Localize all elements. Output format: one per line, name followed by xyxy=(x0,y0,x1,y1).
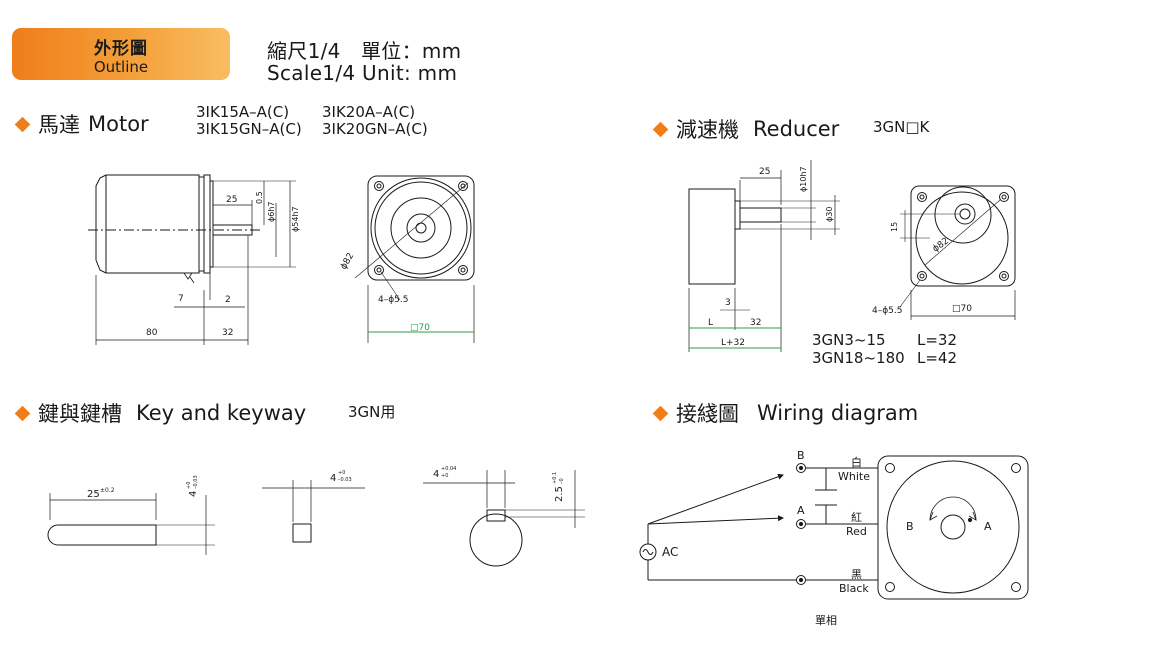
dim-motor-25: 25 xyxy=(226,195,237,205)
wiring-diagram xyxy=(639,455,1029,600)
wiring-labels: AC B A 白 White 紅 Red 黑 Black B A 單相 xyxy=(662,449,992,627)
wire-white-en: White xyxy=(838,470,870,483)
dim-key-4-tol-up: +0 xyxy=(186,482,192,489)
dim-slot-tol-up: +0.04 xyxy=(441,466,456,472)
motor-front-dim-labels: ϕ82 4–ϕ5.5 □70 xyxy=(339,251,430,333)
key-title-zh: 鍵與鍵槽 xyxy=(38,402,122,426)
reducer-title-en: Reducer xyxy=(753,117,840,141)
key-square-dim-labels: 4 +0 –0.03 xyxy=(330,470,352,484)
scale-en: Scale1/4 Unit: mm xyxy=(267,61,458,85)
dim-reducer-15: 15 xyxy=(890,222,899,232)
badge-title-en: Outline xyxy=(93,58,149,76)
key-side-dim-labels: 25 ±0.2 4 +0 –0.03 xyxy=(87,475,199,500)
motor-model-3: 3IK15GN–A(C) xyxy=(196,120,302,138)
terminal-a-label: A xyxy=(797,504,805,517)
dim-motor-2: 2 xyxy=(225,295,231,305)
dim-slot-d-tol-up: +0.1 xyxy=(552,472,558,484)
wiring-section-title: 接綫圖 Wiring diagram xyxy=(652,398,919,428)
wire-white-zh: 白 xyxy=(851,455,862,469)
dim-slot-tol-dn: +0 xyxy=(441,473,448,479)
key-section-title: 鍵與鍵槽 Key and keyway xyxy=(14,398,307,428)
rotation-b-label: B xyxy=(906,520,914,533)
dim-key-4: 4 xyxy=(188,491,199,497)
motor-title-en: Motor xyxy=(88,112,149,136)
length-value-2: L=42 xyxy=(917,349,958,367)
wire-red-en: Red xyxy=(846,525,867,538)
dim-slot-25: 2.5 xyxy=(554,486,565,502)
reducer-title-zh: 減速機 xyxy=(676,118,739,142)
dim-key-4-tol-dn: –0.03 xyxy=(193,475,199,489)
terminal-b-label: B xyxy=(797,449,805,462)
motor-section-title: 馬達 Motor xyxy=(14,109,149,139)
wiring-title-zh: 接綫圖 xyxy=(676,402,739,426)
rotation-a-label: A xyxy=(984,520,992,533)
dim-motor-80: 80 xyxy=(146,328,158,338)
motor-model-2: 3IK20A–A(C) xyxy=(322,103,416,121)
reducer-front-view xyxy=(899,185,1016,320)
dim-motor-holes: 4–ϕ5.5 xyxy=(378,295,408,305)
key-title-en: Key and keyway xyxy=(136,401,307,425)
wire-black-zh: 黑 xyxy=(851,568,862,581)
dim-reducer-25: 25 xyxy=(759,167,770,177)
dim-motor-gap: 0.5 xyxy=(255,191,264,204)
dim-reducer-L32: L+32 xyxy=(721,338,745,348)
dim-reducer-shaft-dia: ϕ10h7 xyxy=(799,166,808,192)
dim-motor-pcd: ϕ82 xyxy=(339,251,356,271)
dim-motor-square: □70 xyxy=(410,323,430,333)
dim-reducer-32: 32 xyxy=(750,318,761,328)
keyway-view xyxy=(423,470,585,567)
dim-reducer-holes: 4–ϕ5.5 xyxy=(872,306,902,316)
keyway-dim-labels: 4 +0.04 +0 2.5 +0.1 –0 xyxy=(433,466,565,502)
motor-model-1: 3IK15A–A(C) xyxy=(196,103,290,121)
reducer-front-dim-labels: 15 ϕ82 4–ϕ5.5 □70 xyxy=(872,222,972,316)
outline-badge: 外形圖 Outline xyxy=(12,28,230,80)
dim-motor-7: 7 xyxy=(178,294,184,304)
dim-motor-shaft-dia: ϕ6h7 xyxy=(267,201,276,222)
key-side-view xyxy=(47,493,215,555)
scale-zh: 縮尺1/4 單位：mm xyxy=(267,39,462,63)
reducer-section-title: 減速機 Reducer xyxy=(652,114,840,144)
motor-title-zh: 馬達 xyxy=(38,113,80,137)
length-value-1: L=32 xyxy=(917,331,958,349)
wire-red-zh: 紅 xyxy=(851,511,862,524)
badge-title-zh: 外形圖 xyxy=(94,39,148,59)
wiring-title-en: Wiring diagram xyxy=(757,401,919,425)
dim-reducer-3: 3 xyxy=(725,298,731,308)
dim-reducer-pilot-dia: ϕ30 xyxy=(825,207,834,222)
dim-slot-d-tol-dn: –0 xyxy=(559,478,565,484)
length-range-1: 3GN3~15 xyxy=(812,331,886,349)
dim-motor-32: 32 xyxy=(222,328,233,338)
dim-motor-pilot-dia: ϕ54h7 xyxy=(291,206,300,232)
reducer-side-view xyxy=(688,160,840,352)
reducer-side-dim-labels: 25 ϕ10h7 ϕ30 3 L 32 L+32 xyxy=(708,166,834,348)
key-square-view xyxy=(262,480,365,543)
key-note: 3GN用 xyxy=(348,403,396,421)
motor-side-dim-labels: 25 0.5 ϕ6h7 ϕ54h7 7 2 80 32 xyxy=(146,191,300,338)
dim-sq-tol-up: +0 xyxy=(338,470,345,476)
dim-key-25-tol: ±0.2 xyxy=(100,487,115,494)
single-phase-label: 單相 xyxy=(815,614,837,627)
dim-sq-tol-dn: –0.03 xyxy=(338,477,352,483)
dim-reducer-square: □70 xyxy=(952,304,972,314)
motor-model-4: 3IK20GN–A(C) xyxy=(322,120,428,138)
motor-side-view xyxy=(88,174,296,345)
dim-slot-4: 4 xyxy=(433,469,439,480)
dim-key-25: 25 xyxy=(87,489,100,500)
motor-front-view xyxy=(354,175,475,343)
reducer-model: 3GN□K xyxy=(873,118,930,136)
length-range-2: 3GN18~180 xyxy=(812,349,905,367)
wire-black-en: Black xyxy=(839,582,869,595)
dim-sq-4: 4 xyxy=(330,473,336,484)
dim-reducer-L: L xyxy=(708,318,713,328)
ac-label: AC xyxy=(662,545,678,559)
